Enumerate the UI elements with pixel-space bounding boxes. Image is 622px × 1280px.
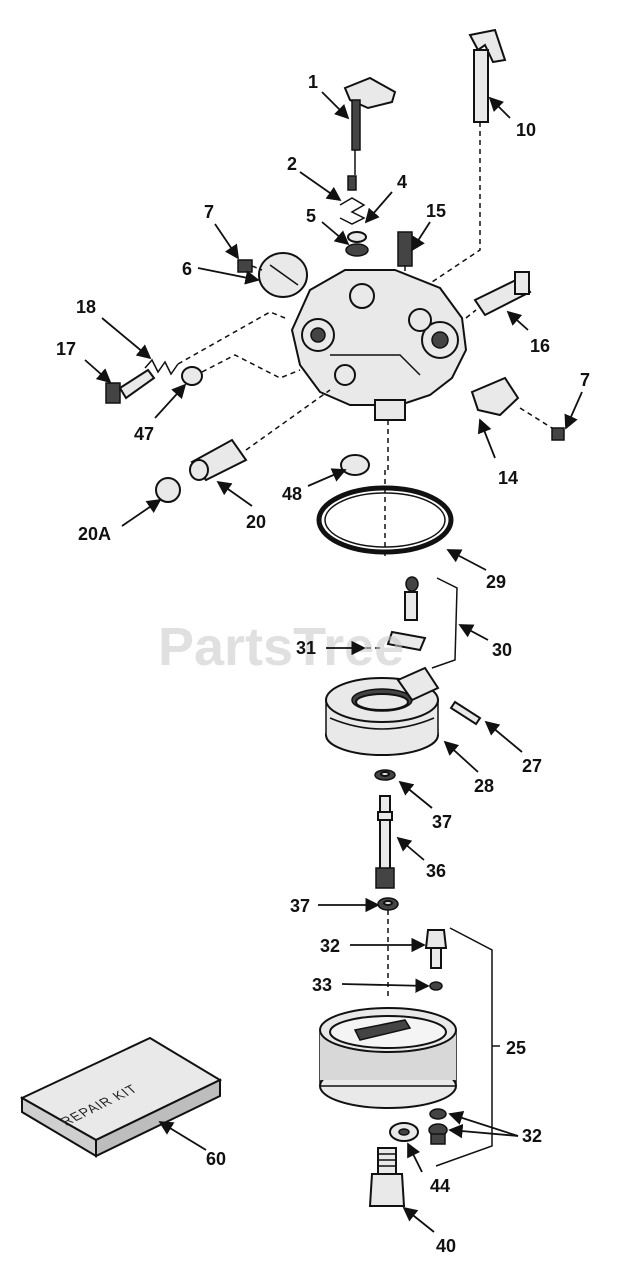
callout-25: 25 (506, 1038, 526, 1058)
part-28-float (325, 666, 440, 756)
leader-arrows (84, 91, 583, 1233)
part-40-bowl-nut (368, 1147, 406, 1207)
callout-5: 5 (306, 206, 316, 226)
part-32-screw-lower (428, 1108, 448, 1145)
callout-4: 4 (397, 172, 407, 192)
callout-6: 6 (182, 259, 192, 279)
callout-29: 29 (486, 572, 506, 592)
part-2-spring (339, 175, 366, 225)
part-10-choke-shaft (419, 28, 507, 291)
part-5-washer (345, 231, 369, 257)
callout-30: 30 (492, 640, 512, 660)
callout-32-upper: 32 (320, 936, 340, 956)
part-25-bracket (435, 927, 500, 1167)
callout-28: 28 (474, 776, 494, 796)
callout-labels: 1 2 4 5 7 6 10 15 16 18 17 7 47 14 48 20… (56, 72, 590, 1256)
part-47-cap (181, 354, 301, 386)
part-36-nozzle (375, 795, 395, 889)
watermark-text: PartsTree (158, 617, 404, 677)
part-30-needle-group (384, 470, 458, 669)
part-60-repair-kit: REPAIR KIT (19, 1036, 223, 1158)
callout-2: 2 (287, 154, 297, 174)
callout-37-upper: 37 (432, 812, 452, 832)
callout-7-top: 7 (204, 202, 214, 222)
part-1-throttle-lever (343, 76, 397, 175)
callout-40: 40 (436, 1236, 456, 1256)
part-27-hinge-pin (449, 700, 482, 726)
part-18-spring (144, 311, 286, 376)
callout-7-right: 7 (580, 370, 590, 390)
part-37-washer-upper (374, 769, 396, 781)
callout-27: 27 (522, 756, 542, 776)
callout-44: 44 (430, 1176, 450, 1196)
callout-17: 17 (56, 339, 76, 359)
part-20A-plug (155, 477, 181, 503)
callout-16: 16 (530, 336, 550, 356)
part-44-gasket (389, 1122, 419, 1142)
callout-14: 14 (498, 468, 518, 488)
callout-48: 48 (282, 484, 302, 504)
part-6-choke-plate (258, 252, 308, 298)
callout-32-lower: 32 (522, 1126, 542, 1146)
callout-36: 36 (426, 861, 446, 881)
callout-20: 20 (246, 512, 266, 532)
callout-37-lower: 37 (290, 896, 310, 916)
part-48-seal (340, 454, 370, 476)
part-14-plate (470, 376, 553, 429)
part-16-fuel-inlet (465, 271, 532, 319)
part-20-jet (189, 389, 331, 482)
callout-47: 47 (134, 424, 154, 444)
part-25-float-bowl (319, 1007, 457, 1109)
callout-31: 31 (296, 638, 316, 658)
callout-1: 1 (308, 72, 318, 92)
callout-20A: 20A (78, 524, 111, 544)
callout-33: 33 (312, 975, 332, 995)
callout-15: 15 (426, 201, 446, 221)
part-33-washer (429, 981, 443, 991)
part-32-bolt-top (424, 929, 448, 969)
part-7-screw-right (551, 427, 565, 441)
part-17-mixture-screw (105, 368, 156, 404)
callout-60: 60 (206, 1149, 226, 1169)
carburetor-body (290, 269, 468, 470)
part-7-screw-left (237, 259, 263, 273)
callout-18: 18 (76, 297, 96, 317)
callout-10: 10 (516, 120, 536, 140)
